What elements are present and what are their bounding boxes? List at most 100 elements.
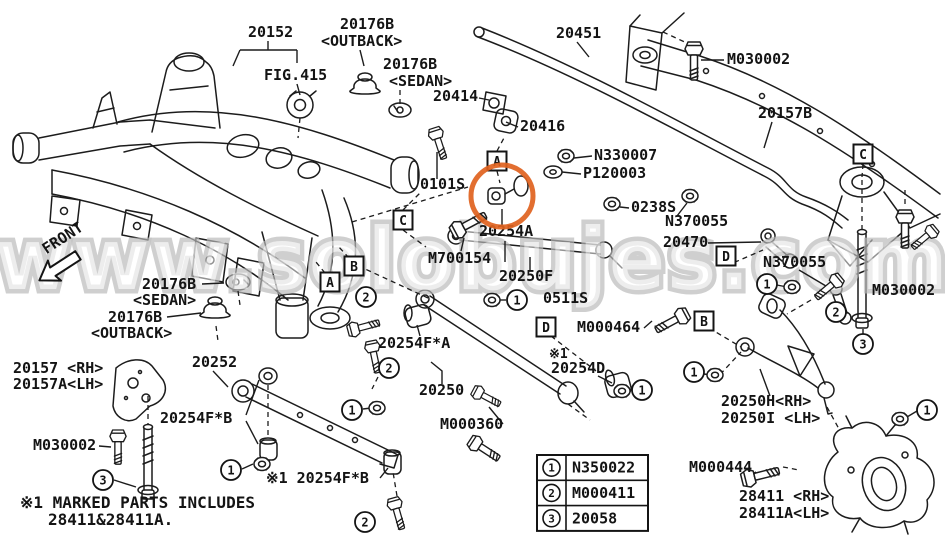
part-label: P120003 xyxy=(583,164,646,182)
legend-ref-circle xyxy=(542,483,561,503)
part-label: 20250 xyxy=(419,381,464,399)
labels-layer: 20152FIG.41520176B<OUTBACK>20176B<SEDAN>… xyxy=(13,15,935,522)
fastener-ref-number: 1 xyxy=(923,404,930,418)
leader-line xyxy=(597,375,613,384)
leader-line xyxy=(763,121,773,149)
highlight-circle xyxy=(468,162,536,230)
fastener-ref-circle xyxy=(852,333,874,355)
legend-ref-number: 2 xyxy=(548,487,555,500)
nut-icon xyxy=(613,383,631,399)
leader-line xyxy=(713,351,742,382)
bolt-icon xyxy=(345,314,382,340)
bolt-icon xyxy=(109,429,127,465)
fastener-ref-number: 1 xyxy=(513,294,520,308)
leader-line xyxy=(359,49,365,67)
part-label: 20416 xyxy=(520,117,565,135)
nut-icon xyxy=(368,400,386,416)
leader-line xyxy=(232,49,241,67)
section-marker-box xyxy=(852,143,874,165)
fastener-ref-number: 1 xyxy=(348,404,355,418)
footnote-line1: ※1 MARKED PARTS INCLUDES xyxy=(20,493,255,512)
long-bolt-left xyxy=(137,423,159,500)
leader-line xyxy=(371,376,379,390)
nut-icon xyxy=(681,188,699,204)
section-marker-letter: A xyxy=(326,276,334,291)
part-label: 20176B xyxy=(340,15,394,33)
leader-line xyxy=(505,121,519,128)
part-label: 0101S xyxy=(420,175,465,193)
fastener-ref-number: 3 xyxy=(99,474,106,488)
fastener-ref-circle xyxy=(355,286,377,308)
section-marker-D: D xyxy=(535,316,557,338)
leader-lines-dashed xyxy=(147,31,906,497)
fastener-ref-number: 3 xyxy=(859,338,866,352)
leader-line xyxy=(297,117,301,139)
footnote-line2: 28411&28411A. xyxy=(48,510,173,529)
part-label: 20250I <LH> xyxy=(721,409,820,427)
long-bolt-right xyxy=(851,228,873,329)
fastener-ref-1: 1 xyxy=(220,459,242,481)
legend-part-number: 20058 xyxy=(572,509,617,527)
leader-line xyxy=(643,320,653,329)
leader-line xyxy=(573,155,593,159)
nut-icon xyxy=(557,148,575,164)
part-label: <OUTBACK> xyxy=(91,324,172,342)
fastener-ref-1: 1 xyxy=(506,289,528,311)
part-label: M000464 xyxy=(577,318,640,336)
fastener-ref-1: 1 xyxy=(631,379,653,401)
leader-line xyxy=(402,229,427,248)
nut-icon xyxy=(783,279,801,295)
fastener-ref-1: 1 xyxy=(916,399,938,421)
part-label: 20414 xyxy=(433,87,478,105)
leader-line xyxy=(245,379,260,416)
fastener-ref-1: 1 xyxy=(341,399,363,421)
part-label: 20152 xyxy=(248,23,293,41)
bolt-icon xyxy=(385,495,410,532)
bolt-icon xyxy=(426,124,452,162)
leader-line xyxy=(166,312,202,318)
links-and-parts-art xyxy=(112,72,935,535)
part-label: 20157A<LH> xyxy=(13,375,103,393)
leader-line xyxy=(460,237,465,252)
leader-line xyxy=(662,31,690,45)
part-label: M030002 xyxy=(727,50,790,68)
part-label: ※1 xyxy=(549,347,568,362)
part-label: 20176B xyxy=(142,275,196,293)
leader-line xyxy=(113,479,137,488)
leader-line xyxy=(241,463,254,470)
leader-line xyxy=(212,370,229,388)
part-label: 20176B xyxy=(108,308,162,326)
fastener-ref-number: 2 xyxy=(361,516,368,530)
fastener-ref-2: 2 xyxy=(825,301,847,323)
leader-line xyxy=(550,335,597,372)
subframe-art xyxy=(12,52,420,339)
section-marker-letter: A xyxy=(493,155,501,170)
part-label: 20254D xyxy=(551,359,605,377)
part-label: 20250H<RH> xyxy=(721,392,811,410)
section-marker-box xyxy=(319,271,341,293)
leader-line xyxy=(351,186,469,223)
bolt-icon xyxy=(651,304,693,339)
fastener-ref-circle xyxy=(916,399,938,421)
legend-ref-number: 1 xyxy=(548,462,555,475)
fastener-ref-circle xyxy=(220,459,242,481)
nut-icon xyxy=(603,196,621,212)
part-label: N370055 xyxy=(665,212,728,230)
part-label: 20176B xyxy=(383,55,437,73)
fastener-ref-circle xyxy=(683,361,705,383)
bolt-icon xyxy=(469,383,504,412)
part-label: 20252 xyxy=(192,353,237,371)
front-arrow-icon xyxy=(38,250,82,282)
leader-line xyxy=(619,206,630,209)
fastener-ref-circle xyxy=(378,357,400,379)
washer-icon xyxy=(543,165,563,179)
section-marker-letter: D xyxy=(542,321,550,336)
leader-line xyxy=(237,290,241,306)
part-label: 28411A<LH> xyxy=(739,504,829,522)
fastener-ref-1: 1 xyxy=(756,273,778,295)
section-marker-box xyxy=(392,209,414,231)
fastener-ref-number: 1 xyxy=(638,384,645,398)
